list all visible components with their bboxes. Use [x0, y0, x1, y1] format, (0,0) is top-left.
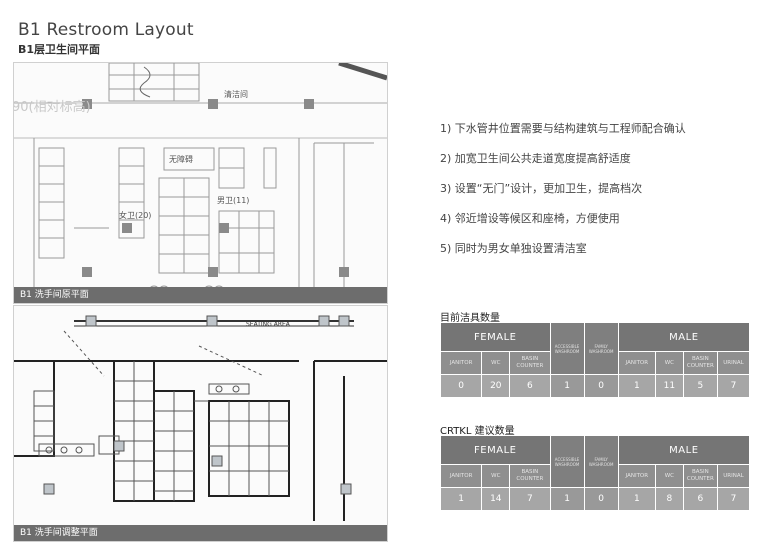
original-floor-plan: 90(相对标高) 清洁间 无障碍 女卫(20) 男卫(11) B1 洗手间原平面: [13, 62, 388, 304]
female-basin-value: 6: [510, 375, 550, 397]
proposed-fixtures-title: CRTKL 建议数量: [440, 426, 515, 437]
female-wc-header: WC: [482, 465, 510, 487]
female-janitor-value: 1: [441, 488, 482, 510]
female-basin-header: BASIN COUNTER: [510, 465, 550, 487]
female-janitor-header: JANITOR: [441, 465, 482, 487]
male-wc-value: 8: [655, 488, 683, 510]
family-washroom-header: FAMILY WASHROOM: [584, 436, 618, 487]
adjusted-floor-plan: SEATING AREA: [13, 305, 388, 542]
male-header: MALE: [618, 323, 749, 351]
adjusted-plan-drawing: SEATING AREA: [14, 315, 387, 521]
female-header: FEMALE: [441, 323, 550, 351]
design-notes-list: 1) 下水管井位置需要与结构建筑与工程师配合确认 2) 加宽卫生间公共走道宽度提…: [440, 120, 686, 270]
male-urinal-header: URINAL: [717, 352, 749, 374]
male-wc-value: 11: [655, 375, 683, 397]
accessible-washroom-value: 1: [550, 488, 584, 510]
male-urinal-value: 7: [717, 488, 749, 510]
proposed-fixtures-table: FEMALE ACCESSIBLE WASHROOM FAMILY WASHRO…: [440, 435, 750, 511]
female-janitor-header: JANITOR: [441, 352, 482, 374]
female-header: FEMALE: [441, 436, 550, 464]
seating-area-label: SEATING AREA: [246, 321, 291, 328]
female-basin-value: 7: [510, 488, 550, 510]
male-urinal-value: 7: [717, 375, 749, 397]
male-janitor-value: 1: [618, 375, 655, 397]
male-basin-header: BASIN COUNTER: [683, 352, 717, 374]
original-plan-drawing: 90(相对标高) 清洁间 无障碍 女卫(20) 男卫(11): [14, 63, 387, 297]
note-item: 4) 邻近增设等候区和座椅，方便使用: [440, 212, 620, 225]
family-washroom-value: 0: [584, 375, 618, 397]
accessible-washroom-value: 1: [550, 375, 584, 397]
female-restroom-label: 女卫(20): [119, 210, 151, 220]
accessible-washroom-header: ACCESSIBLE WASHROOM: [550, 436, 584, 487]
male-janitor-header: JANITOR: [618, 352, 655, 374]
adjusted-plan-caption: B1 洗手间调整平面: [14, 525, 387, 541]
male-wc-header: WC: [655, 352, 683, 374]
male-header: MALE: [618, 436, 749, 464]
female-basin-header: BASIN COUNTER: [510, 352, 550, 374]
male-urinal-header: URINAL: [717, 465, 749, 487]
family-washroom-header: FAMILY WASHROOM: [584, 323, 618, 374]
note-item: 1) 下水管井位置需要与结构建筑与工程师配合确认: [440, 122, 686, 135]
elevation-label: 90(相对标高): [14, 99, 91, 115]
janitor-room-label: 清洁间: [224, 89, 248, 99]
note-item: 5) 同时为男女单独设置清洁室: [440, 242, 587, 255]
male-janitor-value: 1: [618, 488, 655, 510]
male-janitor-header: JANITOR: [618, 465, 655, 487]
female-janitor-value: 0: [441, 375, 482, 397]
accessible-room-label: 无障碍: [169, 154, 193, 164]
accessible-washroom-header: ACCESSIBLE WASHROOM: [550, 323, 584, 374]
male-restroom-label: 男卫(11): [217, 196, 249, 205]
note-item: 2) 加宽卫生间公共走道宽度提高舒适度: [440, 152, 631, 165]
page-title: B1 Restroom Layout: [18, 20, 194, 40]
female-wc-header: WC: [482, 352, 510, 374]
male-basin-header: BASIN COUNTER: [683, 465, 717, 487]
male-basin-value: 6: [683, 488, 717, 510]
page-subtitle: B1层卫生间平面: [18, 43, 101, 56]
female-wc-value: 14: [482, 488, 510, 510]
current-fixtures-table: FEMALE ACCESSIBLE WASHROOM FAMILY WASHRO…: [440, 322, 750, 398]
male-basin-value: 5: [683, 375, 717, 397]
male-wc-header: WC: [655, 465, 683, 487]
family-washroom-value: 0: [584, 488, 618, 510]
female-wc-value: 20: [482, 375, 510, 397]
note-item: 3) 设置“无门”设计，更加卫生，提高档次: [440, 182, 643, 195]
original-plan-caption: B1 洗手间原平面: [14, 287, 387, 303]
current-fixtures-title: 目前洁具数量: [440, 313, 500, 324]
